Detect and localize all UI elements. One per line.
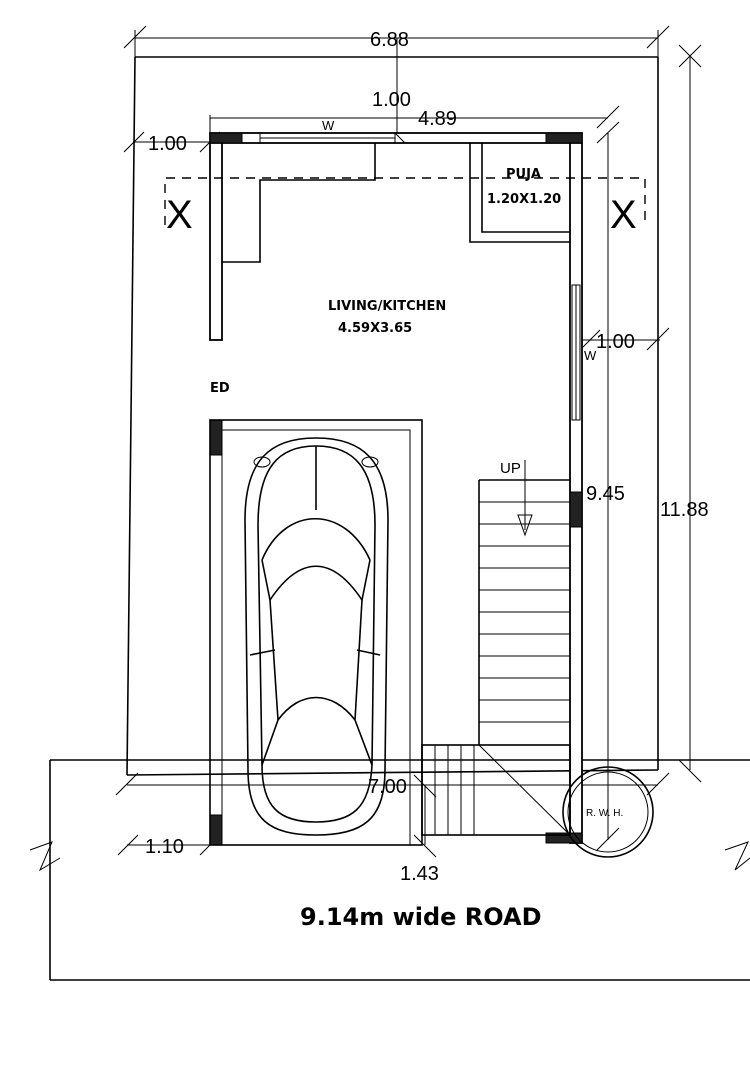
x-mark-left: X: [166, 193, 193, 237]
window-label-top: W: [322, 118, 335, 133]
road-label: 9.14m wide ROAD: [300, 903, 542, 931]
puja-room-name: PUJA: [506, 167, 541, 182]
dim-left-offset: 1.00: [148, 133, 187, 155]
dim-front-left-offset: 1.10: [145, 836, 184, 858]
rwh-tank: [562, 766, 654, 858]
dim-front-setback: 1.43: [400, 863, 439, 885]
dim-overall-depth: 11.88: [660, 499, 709, 521]
dim-right-inner-depth: 9.45: [586, 483, 625, 505]
puja-room-size: 1.20X1.20: [487, 192, 561, 207]
dim-top-width: 6.88: [370, 29, 409, 51]
living-room-name: LIVING/KITCHEN: [328, 299, 446, 314]
building-walls: [209, 132, 583, 844]
dim-right-offset: 1.00: [596, 331, 635, 353]
living-room-size: 4.59X3.65: [338, 321, 412, 336]
dimension-lines: [115, 25, 702, 858]
car-icon: [244, 437, 389, 836]
x-mark-right: X: [610, 193, 637, 237]
columns: [209, 132, 583, 846]
sunshade-dashed: [164, 177, 646, 225]
rwh-label: R. W. H.: [586, 808, 623, 819]
parking-bay: [209, 419, 423, 846]
ed-label: ED: [210, 381, 230, 396]
staircase: [421, 460, 571, 836]
window-label-right: W: [584, 348, 597, 363]
road: [29, 759, 750, 981]
dim-inner-width: 4.89: [418, 108, 457, 130]
dim-bottom-width: 7.00: [368, 776, 407, 798]
stairs-up-label: UP: [500, 460, 521, 477]
dim-top-offset: 1.00: [372, 89, 411, 111]
